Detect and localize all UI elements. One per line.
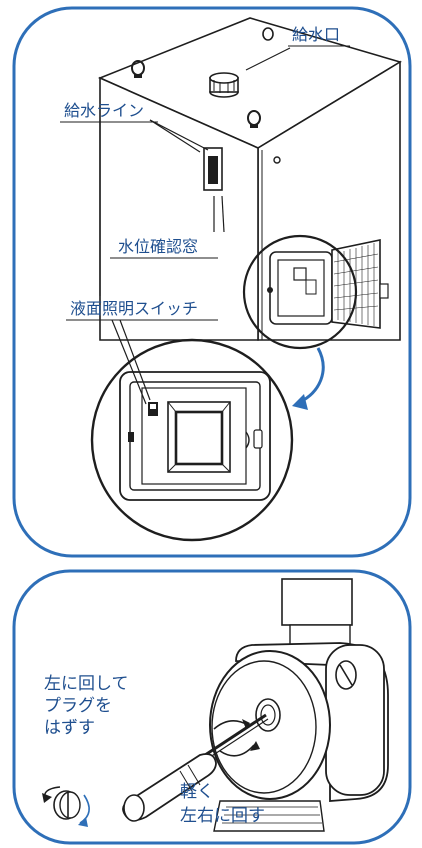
- level-window-icon: [203, 147, 223, 191]
- instruction-plug-line-1: 左に回して: [44, 674, 129, 694]
- eye-bolt-back-icon: [262, 27, 274, 41]
- label-level-window: 水位確認窓: [118, 237, 198, 256]
- instruction-plug: 左に回して プラグを はずす: [44, 674, 134, 738]
- door-highlight-circle: [242, 234, 358, 350]
- eye-bolt-right-icon: [247, 110, 261, 128]
- switch-panel-detail: [119, 371, 271, 501]
- rotate-arrow-lower: [219, 744, 255, 757]
- label-light-switch: 液面照明スイッチ: [70, 299, 198, 318]
- bottom-panel: 左に回して プラグを はずす 軽く 左右に回す: [0, 565, 422, 848]
- instruction-rotate-line-2: 左右に回す: [180, 806, 265, 826]
- top-illustration: 給水口 給水ライン 水位確認窓 液面照明スイッチ: [12, 6, 412, 558]
- plug-cap: [209, 650, 331, 800]
- eye-bolt-left-icon: [131, 60, 145, 78]
- pump-housing: [213, 578, 389, 832]
- label-water-inlet: 給水口: [292, 25, 340, 44]
- plug-rotate-icon: [42, 786, 90, 827]
- label-water-line: 給水ライン: [64, 101, 144, 120]
- water-inlet-cap-icon: [209, 72, 239, 98]
- instruction-plug-line-3: はずす: [44, 718, 95, 738]
- instruction-plug-line-2: プラグを: [44, 696, 112, 716]
- bottom-illustration: 左に回して プラグを はずす 軽く 左右に回す: [12, 569, 412, 845]
- inspection-door-icon: [267, 239, 389, 329]
- instruction-rotate: 軽く 左右に回す: [180, 782, 265, 826]
- zoom-arrow: [299, 347, 325, 404]
- top-panel: 給水口 給水ライン 水位確認窓 液面照明スイッチ: [12, 6, 412, 558]
- instruction-rotate-line-1: 軽く: [180, 782, 214, 802]
- screwdriver-icon: [122, 713, 269, 822]
